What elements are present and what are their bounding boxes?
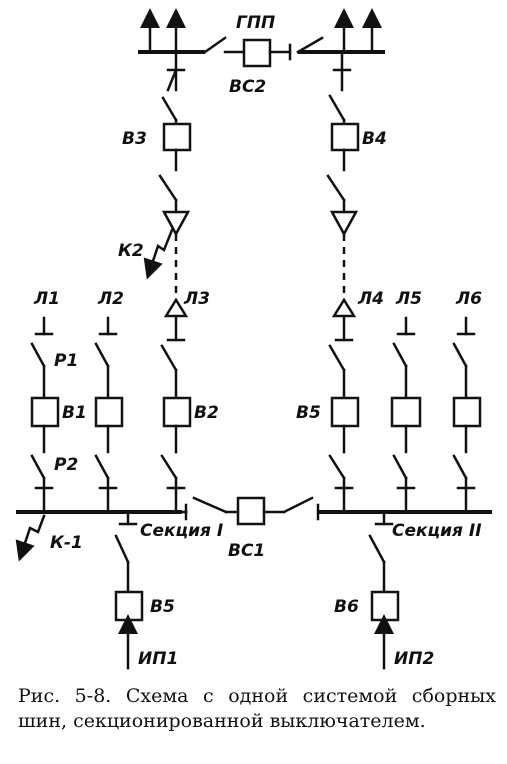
feeder-l1	[30, 342, 60, 514]
label-b5-line: В5	[296, 403, 321, 423]
feeder-l2	[94, 342, 124, 514]
source-feeder-ip1	[114, 510, 144, 670]
feeder-l4	[328, 314, 360, 514]
label-bc2: ВС2	[229, 77, 266, 97]
figure-caption: Рис. 5-8. Схема с одной системой сборных…	[18, 685, 496, 732]
label-l6: Л6	[455, 289, 482, 309]
label-section-2: Секция II	[392, 521, 482, 541]
label-b3: В3	[122, 129, 147, 149]
label-bc1: ВС1	[228, 541, 265, 561]
cable-end-l3	[163, 297, 189, 318]
label-l2: Л2	[97, 289, 124, 309]
bus-scheme-diagram: ГПП ВС2 В3 В4 К2 Л1 Л2 Л3 Л4 Л5 Л6	[15, 8, 492, 670]
label-l4: Л4	[357, 289, 384, 309]
label-l3: Л3	[183, 289, 210, 309]
label-l1: Л1	[33, 289, 60, 309]
label-k2: К2	[118, 241, 144, 261]
label-b5-source: В5	[150, 597, 175, 617]
fault-k2-arrow	[143, 228, 174, 280]
fault-k1-arrow	[15, 514, 46, 562]
line-terminals	[34, 316, 476, 336]
label-k1: К-1	[50, 533, 83, 553]
gpp-busbar-right	[298, 8, 385, 72]
label-section-1: Секция I	[140, 521, 223, 541]
feeder-l5	[390, 342, 422, 514]
feeder-l6	[452, 342, 482, 514]
label-gpp: ГПП	[236, 13, 275, 33]
bc1-breaker	[180, 496, 320, 526]
label-l5: Л5	[395, 289, 422, 309]
gpp-busbar-left	[138, 8, 205, 72]
label-p2: Р2	[54, 455, 78, 475]
cable-end-l4	[331, 297, 357, 318]
bc2-breaker	[203, 36, 324, 68]
label-b4: В4	[362, 129, 387, 149]
feeder-l3	[160, 314, 192, 514]
feeder-left-b3	[158, 68, 192, 237]
label-b1: В1	[62, 403, 87, 423]
label-b6: В6	[334, 597, 359, 617]
label-ip1: ИП1	[138, 649, 178, 669]
label-ip2: ИП2	[394, 649, 434, 669]
feeder-right-b4	[326, 68, 360, 237]
label-b2: В2	[194, 403, 219, 423]
label-p1: Р1	[54, 351, 78, 371]
source-feeder-ip2	[368, 510, 400, 670]
